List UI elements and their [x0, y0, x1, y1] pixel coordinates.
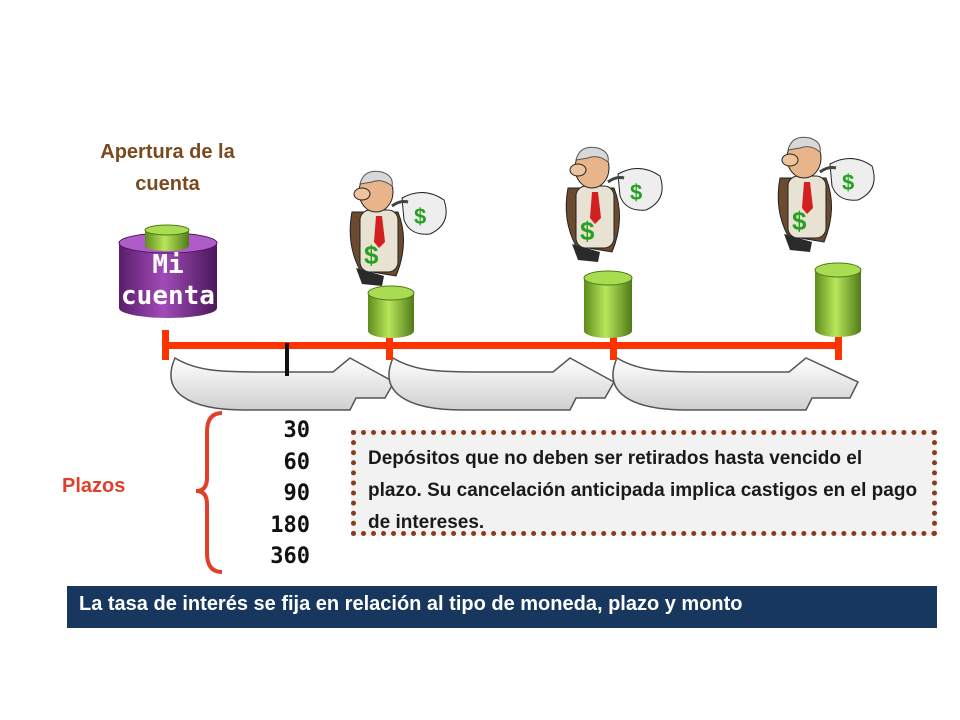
deposit-cylinder [814, 262, 862, 337]
term-cycle-arrow [388, 356, 616, 411]
timeline [162, 330, 842, 376]
account-label: Mi cuenta [121, 250, 215, 311]
deposit-cylinder [583, 270, 633, 338]
interest-rate-banner: La tasa de interés se fija en relación a… [67, 586, 937, 628]
terms-list: 30 60 90 180 360 [240, 415, 310, 573]
term-value: 60 [283, 449, 311, 475]
term-value: 30 [283, 418, 311, 443]
account-cylinder [118, 224, 218, 318]
banker-with-money-bag-icon [348, 169, 448, 288]
deposit-cylinder [367, 285, 415, 338]
term-value: 90 [283, 481, 311, 506]
terms-brace [195, 411, 223, 574]
banker-with-money-bag-icon [564, 145, 664, 264]
term-cycle-arrow [612, 356, 860, 411]
term-cycle-arrow [170, 356, 396, 411]
terms-label: Plazos [62, 475, 126, 497]
deposit-note: Depósitos que no deben ser retirados has… [351, 430, 937, 536]
account-opening-label: Apertura de la cuenta [100, 141, 235, 195]
banker-with-money-bag-icon [776, 135, 876, 254]
term-value: 360 [270, 544, 310, 569]
term-value: 180 [270, 512, 310, 538]
